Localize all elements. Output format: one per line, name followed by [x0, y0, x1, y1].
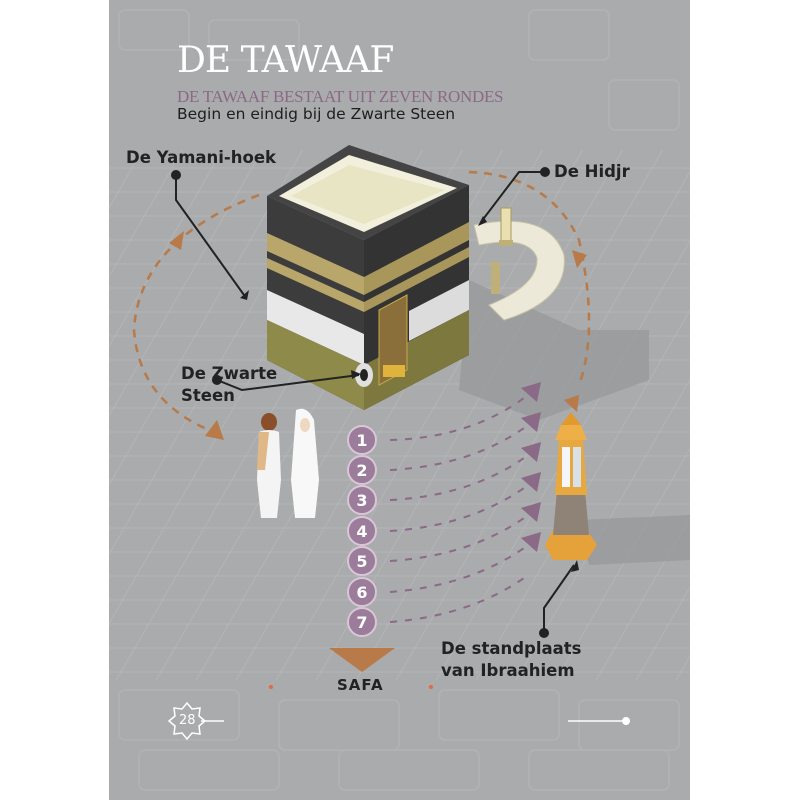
label-black-stone-line1: De Zwarte: [181, 364, 278, 383]
book-page: DE TAWAAF DE TAWAAF BESTAAT UIT ZEVEN RO…: [109, 0, 690, 800]
label-maqam-line1: De standplaats: [441, 639, 582, 658]
round-arrowheads: [521, 382, 541, 552]
round-5-badge: 5: [347, 546, 377, 576]
label-maqam-line2: van Ibraahiem: [441, 661, 575, 680]
illustration-canvas: [109, 9, 690, 791]
page-subtitle: DE TAWAAF BESTAAT UIT ZEVEN RONDES: [177, 87, 504, 106]
hijr-wall: [473, 207, 565, 321]
round-arrows: [389, 397, 525, 623]
label-safa: SAFA: [337, 676, 384, 694]
round-1-badge: 1: [347, 425, 377, 455]
round-3-badge: 3: [347, 485, 377, 515]
footer-rule: [568, 717, 630, 725]
kaaba: [267, 145, 469, 410]
decorative-dots: [269, 685, 433, 689]
round-7-badge: 7: [347, 607, 377, 637]
label-yamani-corner: De Yamani-hoek: [126, 148, 277, 167]
round-6-badge: 6: [347, 577, 377, 607]
round-2-badge: 2: [347, 455, 377, 485]
background-pattern: [118, 9, 680, 791]
pilgrims: [257, 408, 319, 518]
maqam-ibrahim: [545, 412, 597, 560]
label-hijr: De Hidjr: [554, 162, 630, 181]
round-4-badge: 4: [347, 516, 377, 546]
page-number-badge: [167, 701, 224, 741]
page-number: 28: [179, 713, 196, 728]
pointer-dots: [171, 167, 579, 638]
label-maqam-ibrahim: De standplaats van Ibraahiem: [441, 638, 581, 682]
pointer-lines: [175, 171, 575, 630]
orbit-arrowheads: [169, 231, 587, 440]
page-tagline: Begin en eindig bij de Zwarte Steen: [177, 105, 456, 123]
safa-marker: [329, 648, 395, 672]
label-black-stone: De Zwarte Steen: [181, 363, 277, 407]
page-title: DE TAWAAF: [177, 40, 394, 81]
label-black-stone-line2: Steen: [181, 386, 235, 405]
